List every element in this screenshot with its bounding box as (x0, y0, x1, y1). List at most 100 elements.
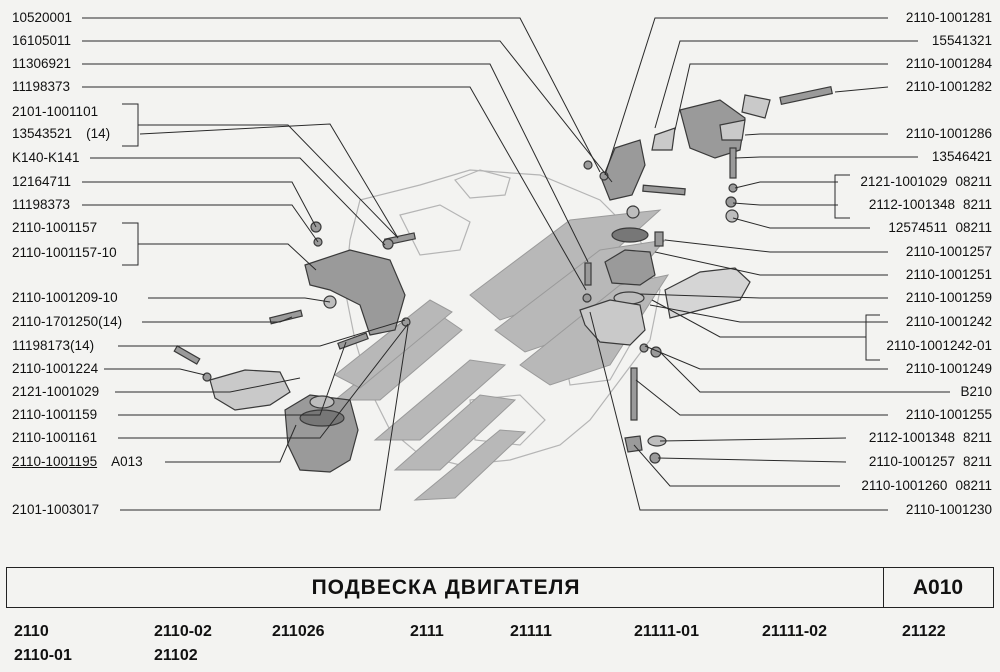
part-number: 2110-1001286 (905, 126, 992, 141)
part-note: 8211 (962, 197, 992, 212)
part-note: 8211 (962, 454, 992, 469)
right-label: 2110-1001286 (906, 126, 992, 142)
part-number: 2110-1001260 (861, 478, 948, 493)
left-label: 11198173(14) (12, 338, 94, 354)
code-divider (883, 567, 884, 608)
drawing-code: A010 (912, 575, 964, 599)
leader-line (732, 217, 870, 229)
leader-line (744, 133, 888, 136)
left-label: 2110-1001159 (12, 407, 97, 423)
part-number: 12574511 (888, 220, 948, 235)
part-number: 11198373 (12, 79, 71, 94)
leader-line (664, 239, 888, 253)
leader-line (604, 17, 888, 176)
right-label: 2110-1001282 (906, 79, 992, 95)
title-frame (6, 567, 994, 608)
leader-line (139, 123, 399, 239)
leader-line (138, 243, 317, 271)
part-number: 11198373 (12, 197, 71, 212)
leader-line (644, 345, 888, 370)
model-code: 2110 (14, 623, 49, 640)
part-number: 2110-1001157-10 (12, 245, 117, 260)
left-label: 2110-1701250(14) (12, 314, 122, 330)
model-code: 21111-01 (634, 623, 699, 640)
part-number: 2110-1001242-01 (886, 338, 992, 353)
part-number: 2110-1001251 (905, 267, 992, 282)
part-note: (14) (86, 126, 111, 141)
leader-line (118, 319, 406, 347)
part-number: 2101-1003017 (12, 502, 100, 517)
left-label: 13543521(14) (12, 126, 110, 142)
part-number: K140-K141 (12, 150, 80, 165)
part-number: 2121-1001029 (12, 384, 100, 399)
left-label: 2110-1001157 (12, 220, 97, 236)
leader-line (118, 341, 347, 416)
leader-line (659, 437, 847, 442)
leader-line (659, 351, 950, 393)
part-number: 2110-1001161 (12, 430, 98, 445)
right-label: 2110-1001281 (906, 10, 992, 26)
part-number: 2110-1001255 (905, 407, 992, 422)
part-number: 16105011 (12, 33, 72, 48)
left-label: 12164711 (12, 174, 71, 190)
part-number: 2110-1001249 (905, 361, 992, 376)
right-label: 2110-1001284 (906, 56, 992, 72)
part-number: 10520001 (12, 10, 73, 25)
part-note: 08211 (955, 478, 992, 493)
leader-line (651, 299, 866, 338)
leader-line (165, 424, 297, 463)
label-brackets (122, 103, 880, 361)
leader-line (82, 40, 613, 183)
part-note: 8211 (962, 430, 992, 445)
right-label: 13546421 (932, 149, 992, 165)
left-label: 2101-1001101 (12, 104, 98, 120)
leader-line (674, 63, 888, 131)
part-number: 2110-1001230 (905, 502, 992, 517)
left-label: 16105011 (12, 33, 71, 49)
right-label: 2110-1001249 (906, 361, 992, 377)
left-label: K140-K141 (12, 150, 80, 166)
right-label: 2110-1001259 (906, 290, 992, 306)
right-label: 2110-1001260 08211 (861, 478, 992, 494)
left-label: 2110-1001224 (12, 361, 98, 377)
model-code: 211026 (272, 623, 325, 640)
leader-line (657, 457, 847, 463)
right-label: 2110-1001242 (906, 314, 992, 330)
part-number: 2110-1001159 (12, 407, 98, 422)
left-label: 11198373 (12, 79, 70, 95)
part-number: 2121-1001029 (860, 174, 948, 189)
leader-line (82, 63, 589, 263)
left-label: 10520001 (12, 10, 72, 26)
left-label: 11306921 (12, 56, 71, 72)
part-number: 2110-1001282 (905, 79, 992, 94)
model-code: 2111 (410, 623, 444, 640)
leader-line (732, 202, 838, 206)
left-label: 2110-1001209-10 (12, 290, 118, 306)
part-note: A013 (111, 454, 143, 469)
part-number: 2110-1001284 (905, 56, 992, 71)
leader-line (639, 293, 888, 299)
part-number: 2110-1001242 (905, 314, 992, 329)
leader-line (82, 86, 587, 291)
part-number: 2110-1001281 (905, 10, 992, 25)
part-number: 2110-1001257 (868, 454, 955, 469)
right-label: 2110-1001255 (906, 407, 992, 423)
right-label: B210 (960, 384, 992, 400)
right-label: 2110-1001251 (906, 267, 992, 283)
right-mount-parts (579, 85, 833, 464)
leader-line (734, 156, 918, 159)
leader-line (834, 86, 889, 93)
leader-line (104, 368, 206, 376)
part-number: 11198173(14) (12, 338, 95, 353)
part-number: 2110-1001259 (905, 290, 992, 305)
leader-line (589, 311, 888, 511)
part-number: 2112-1001348 (868, 197, 955, 212)
leader-line (649, 304, 888, 323)
model-code: 2110-01 (14, 647, 72, 664)
